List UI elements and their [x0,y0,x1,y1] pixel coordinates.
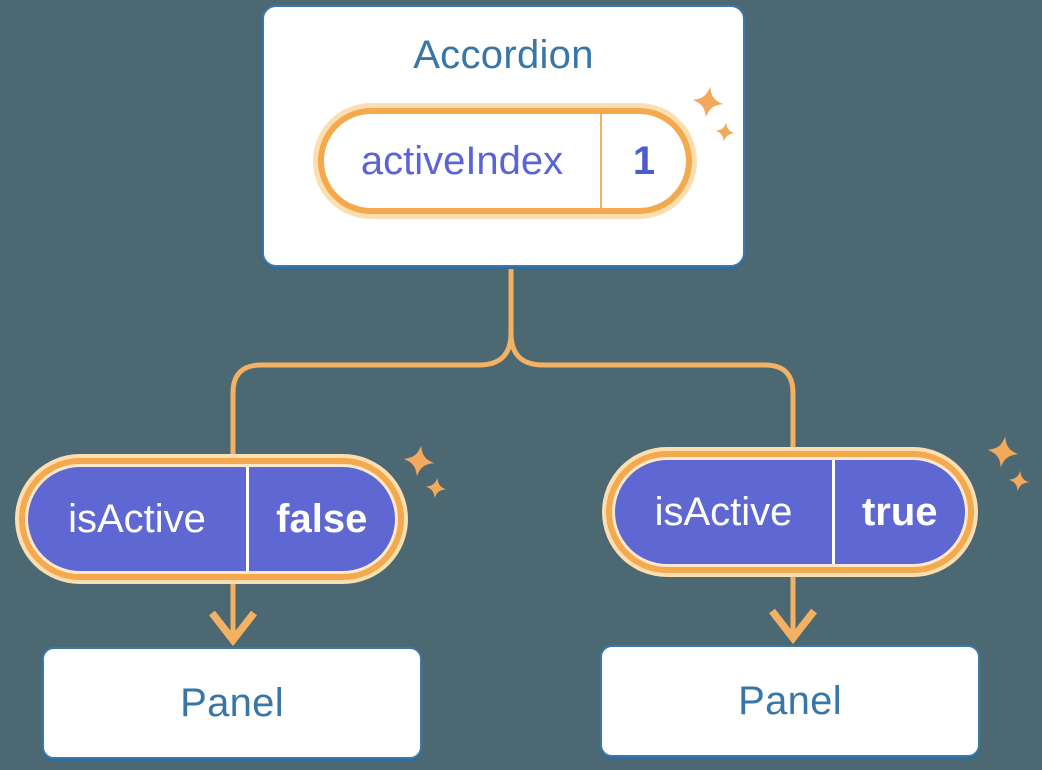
is-active-pill-left: isActive false [28,467,395,571]
pill-divider [832,460,835,564]
is-active-value-left: false [276,496,368,541]
down-arrow-icon-left [209,610,257,647]
active-index-value: 1 [632,138,656,183]
panel-card-left: Panel [42,647,422,759]
sparkle-icon [987,436,1019,468]
active-index-pill: activeIndex 1 [324,114,686,208]
sparkle-icon [1008,470,1030,492]
is-active-pill-right: isActive true [615,460,965,564]
pill-divider [600,114,602,208]
is-active-label-right: isActive [654,489,793,534]
sparkle-icon [403,445,435,477]
left-branch-line [230,266,514,637]
panel-card-right: Panel [600,645,980,757]
sparkle-icon [425,477,447,499]
is-active-value-right: true [861,489,938,534]
is-active-label-left: isActive [68,496,206,541]
accordion-title: Accordion [413,33,594,77]
active-index-label: activeIndex [360,138,564,183]
right-branch-line [508,266,796,635]
down-arrow-icon-right [769,608,817,645]
